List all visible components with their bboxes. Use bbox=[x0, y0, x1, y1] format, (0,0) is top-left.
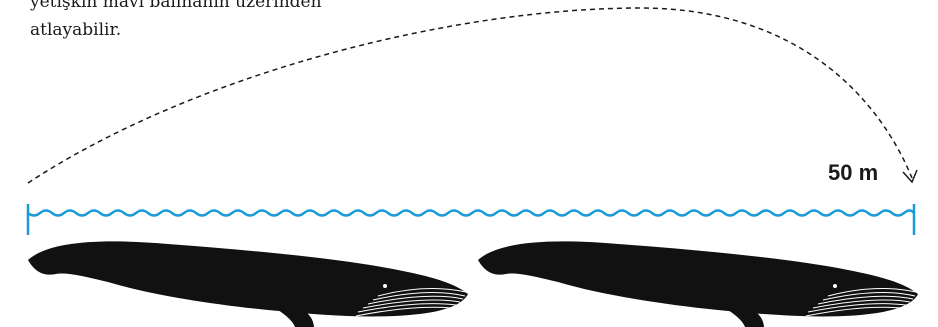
distance-label: 50 m bbox=[828, 160, 878, 186]
water-surface bbox=[28, 204, 914, 235]
whale-left bbox=[28, 241, 468, 327]
whale-right bbox=[478, 241, 918, 327]
arrowhead-icon bbox=[903, 170, 917, 182]
jump-arc bbox=[28, 8, 912, 183]
